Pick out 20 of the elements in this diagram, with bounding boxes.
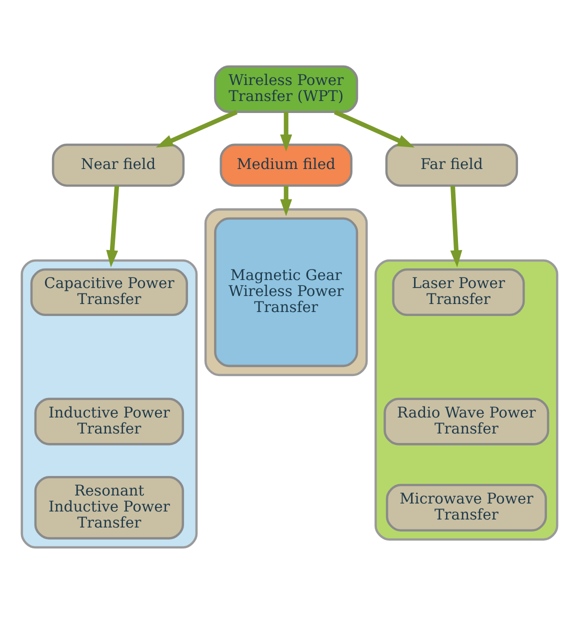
node-box: Magnetic Gear Wireless Power Transfer (214, 216, 358, 367)
cluster (20, 258, 198, 548)
cluster (374, 258, 558, 540)
node-box: Near field (52, 143, 185, 186)
arrow (106, 185, 120, 267)
node-box: Wireless Power Transfer (WPT) (214, 64, 358, 113)
node-box: Capacitive Power Transfer (30, 268, 188, 316)
cluster (204, 208, 368, 376)
arrow (280, 185, 292, 216)
node-box: Microwave Power Transfer (386, 483, 547, 532)
node-box: Resonant Inductive Power Transfer (34, 475, 184, 539)
node-box: Radio Wave Power Transfer (384, 397, 550, 445)
arrow (450, 185, 462, 267)
arrow (156, 110, 238, 148)
node-box: Medium filed (220, 143, 352, 186)
arrow (334, 110, 415, 148)
node-box: Laser Power Transfer (392, 268, 525, 316)
node-box: Inductive Power Transfer (34, 397, 184, 445)
node-box: Far field (385, 143, 518, 186)
arrow (280, 112, 292, 152)
